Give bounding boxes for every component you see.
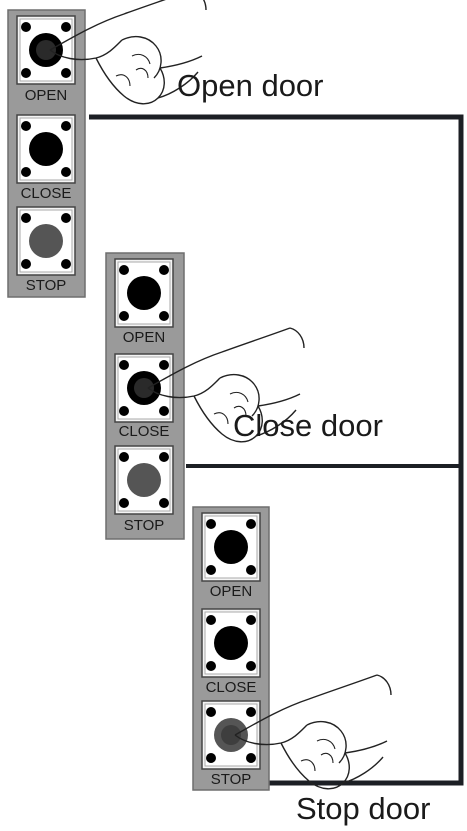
caption-stop-door: Stop door (296, 791, 431, 826)
button-label: CLOSE (206, 679, 257, 696)
door-frame (89, 114, 464, 786)
stop-button[interactable]: STOP (16, 206, 76, 294)
button-label: OPEN (123, 329, 166, 346)
panel-close: OPEN CLOSE STOP (105, 252, 185, 540)
caption-open-door: Open door (177, 68, 324, 103)
button-label: STOP (26, 277, 67, 294)
button-label: OPEN (25, 87, 68, 104)
close-button[interactable]: CLOSE (16, 114, 76, 202)
open-button[interactable]: OPEN (201, 512, 261, 600)
button-label: STOP (124, 517, 165, 534)
button-label: CLOSE (119, 423, 170, 440)
stop-button[interactable]: STOP (201, 700, 261, 788)
open-button[interactable]: OPEN (16, 15, 76, 104)
panel-open: OPEN CLOSE STOP (7, 9, 86, 298)
button-label: CLOSE (21, 185, 72, 202)
close-button[interactable]: CLOSE (201, 608, 261, 696)
stop-button[interactable]: STOP (114, 445, 174, 534)
close-button[interactable]: CLOSE (114, 353, 174, 440)
open-button[interactable]: OPEN (114, 258, 174, 346)
caption-close-door: Close door (233, 408, 383, 443)
button-label: STOP (211, 771, 252, 788)
panel-stop: OPEN CLOSE STOP (192, 506, 270, 791)
door-frame-outer (89, 114, 464, 786)
button-label: OPEN (210, 583, 253, 600)
